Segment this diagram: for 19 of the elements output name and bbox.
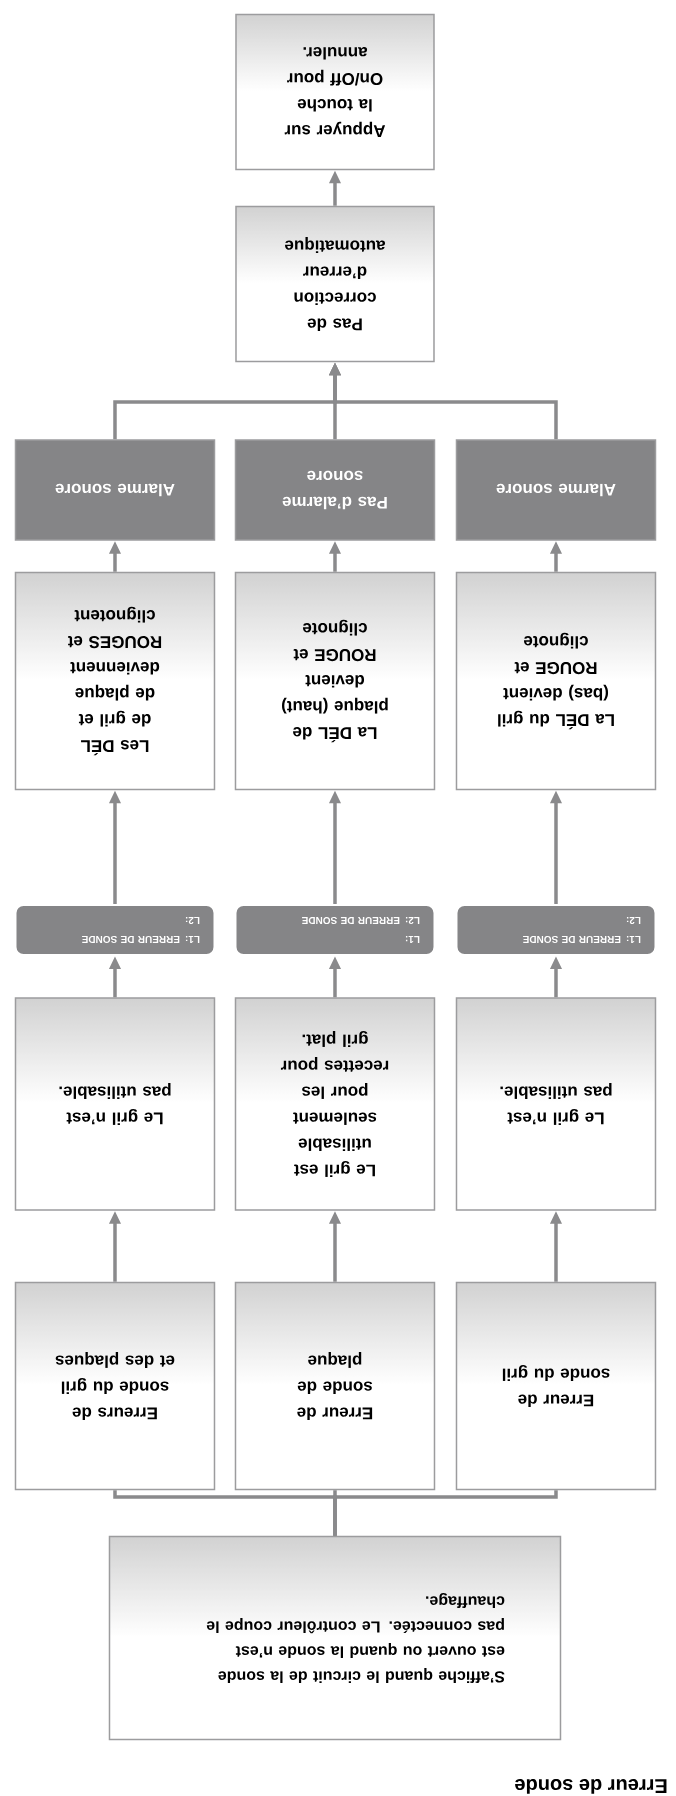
display-screen: L1: ERREUR DE SONDE L2:	[455, 904, 657, 956]
process-box: Les DÉL de gril et de plaque deviennent ROUGES et clignotent	[14, 571, 216, 791]
description-box: S’affiche quand le circuit de la sonde est ouvert ou quand la sonde n’est pas connectée. Le contrôleur coupe le chauffage.	[108, 1535, 562, 1741]
process-box: Appuyer sur la touche On/Off pour annuler.	[235, 13, 435, 171]
process-box: La DÉL du gril (bas) devient ROUGE et clignote	[455, 571, 657, 791]
display-screen: L1: ERREUR DE SONDE L2:	[14, 904, 216, 956]
process-box: Le gril est utilisable seulement pour les recettes pour gril plat.	[234, 997, 436, 1211]
process-box: Le gril n’est pas utilisable.	[455, 997, 657, 1211]
process-box: Erreur de sonde du gril	[455, 1281, 657, 1491]
alarm-box: Alarme sonore	[14, 439, 216, 541]
process-box: Erreurs de sonde du gril et des plaques	[14, 1281, 216, 1491]
alarm-box: Alarme sonore	[455, 439, 657, 541]
title: Erreur de sonde	[515, 1779, 667, 1794]
process-box: Pas de correction d’erreur automatique	[235, 205, 435, 363]
process-box: Erreur de sonde de plaque	[234, 1281, 436, 1491]
display-screen: L1: L2: ERREUR DE SONDE	[234, 904, 436, 956]
process-box: Le gril n’est pas utilisable.	[14, 997, 216, 1211]
alarm-box: Pas d’alarme sonore	[234, 439, 436, 541]
process-box: La DÉL de plaque (haut) devient ROUGE et clignote	[234, 571, 436, 791]
